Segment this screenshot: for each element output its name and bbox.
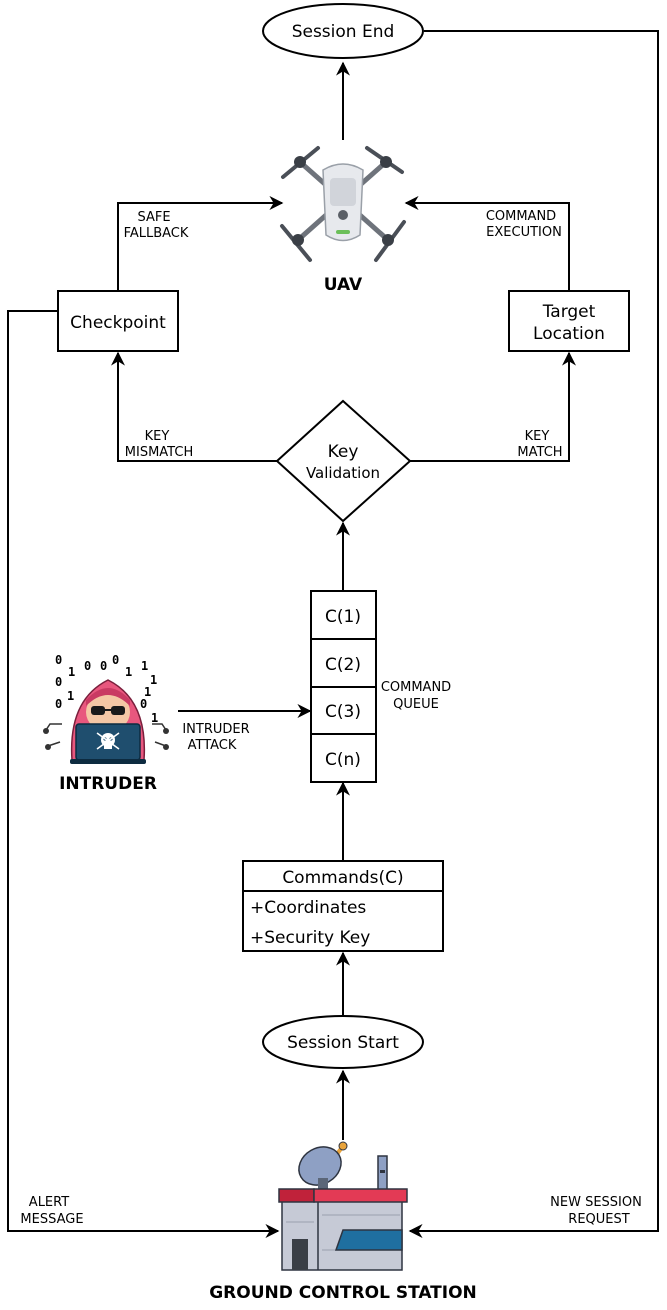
binary-digit: 0 <box>84 659 91 673</box>
safe-fallback-label-1: SAFE <box>137 210 170 225</box>
edge-new-session-request <box>408 30 659 1238</box>
intruder-label: INTRUDER <box>59 774 157 794</box>
binary-digit: 1 <box>150 673 157 687</box>
edge-alert-message <box>7 310 280 1238</box>
key-match-label-1: KEY <box>525 429 550 444</box>
safe-fallback-label-2: FALLBACK <box>124 226 189 241</box>
binary-digit: 1 <box>151 711 158 725</box>
binary-digit: 1 <box>68 665 75 679</box>
binary-digit: 1 <box>67 689 74 703</box>
key-match-label-2: MATCH <box>517 445 562 460</box>
key-mismatch-label-2: MISMATCH <box>125 445 193 460</box>
key-validation-node: Key Validation <box>275 399 412 523</box>
commands-field-security-key: +Security Key <box>250 928 370 948</box>
binary-digit: 0 <box>100 659 107 673</box>
binary-digit: 0 <box>55 653 62 667</box>
uav-label: UAV <box>324 275 363 295</box>
commands-field-coordinates: +Coordinates <box>250 898 366 918</box>
command-queue-label-2: QUEUE <box>393 697 439 712</box>
session-end-node: Session End <box>262 3 424 59</box>
ground-station-icon <box>278 1141 408 1271</box>
edge-key-mismatch <box>111 351 277 462</box>
checkpoint-node: Checkpoint <box>57 290 179 352</box>
edge-key-match <box>410 351 576 462</box>
binary-digit: 1 <box>141 659 148 673</box>
binary-digit: 0 <box>140 697 147 711</box>
drone-icon <box>280 146 406 262</box>
queue-item: C(2) <box>325 655 361 675</box>
hacker-icon: 0 0 0 1 0 1 0 1 1 1 0 1 1 0 <box>43 653 169 764</box>
intruder-attack-label-2: ATTACK <box>188 738 237 753</box>
commands-title: Commands(C) <box>282 868 403 888</box>
command-execution-label-1: COMMAND <box>486 209 556 224</box>
key-validation-label-2: Validation <box>306 464 380 482</box>
edge-safe-fallback <box>117 196 284 291</box>
new-session-label-2: REQUEST <box>568 1212 629 1227</box>
session-start-label: Session Start <box>287 1033 399 1053</box>
session-start-node: Session Start <box>262 1015 424 1069</box>
intruder-attack-label-1: INTRUDER <box>182 722 249 737</box>
target-location-label-1: Target <box>542 302 596 322</box>
queue-item: C(1) <box>325 607 361 627</box>
alert-message-label-2: MESSAGE <box>20 1212 83 1227</box>
binary-digit: 0 <box>55 675 62 689</box>
command-queue-label-1: COMMAND <box>381 680 451 695</box>
binary-digit: 1 <box>144 685 151 699</box>
binary-digit: 0 <box>55 697 62 711</box>
session-end-label: Session End <box>292 22 395 42</box>
new-session-label-1: NEW SESSION <box>550 1195 642 1210</box>
key-validation-label-1: Key <box>328 442 359 462</box>
ground-station-label: GROUND CONTROL STATION <box>209 1283 477 1303</box>
command-queue-node: C(1) C(2) C(3) C(n) <box>310 590 377 783</box>
edge-command-execution <box>404 196 570 291</box>
commands-node: Commands(C) +Coordinates +Security Key <box>242 860 444 952</box>
binary-digit: 1 <box>125 665 132 679</box>
binary-digit: 0 <box>112 653 119 667</box>
checkpoint-label: Checkpoint <box>70 313 166 333</box>
target-location-label-2: Location <box>533 324 605 344</box>
target-location-node: Target Location <box>508 290 630 352</box>
command-execution-label-2: EXECUTION <box>486 225 562 240</box>
queue-item: C(n) <box>325 750 361 770</box>
queue-item: C(3) <box>325 702 361 722</box>
alert-message-label-1: ALERT <box>29 1195 69 1210</box>
key-mismatch-label-1: KEY <box>145 429 170 444</box>
